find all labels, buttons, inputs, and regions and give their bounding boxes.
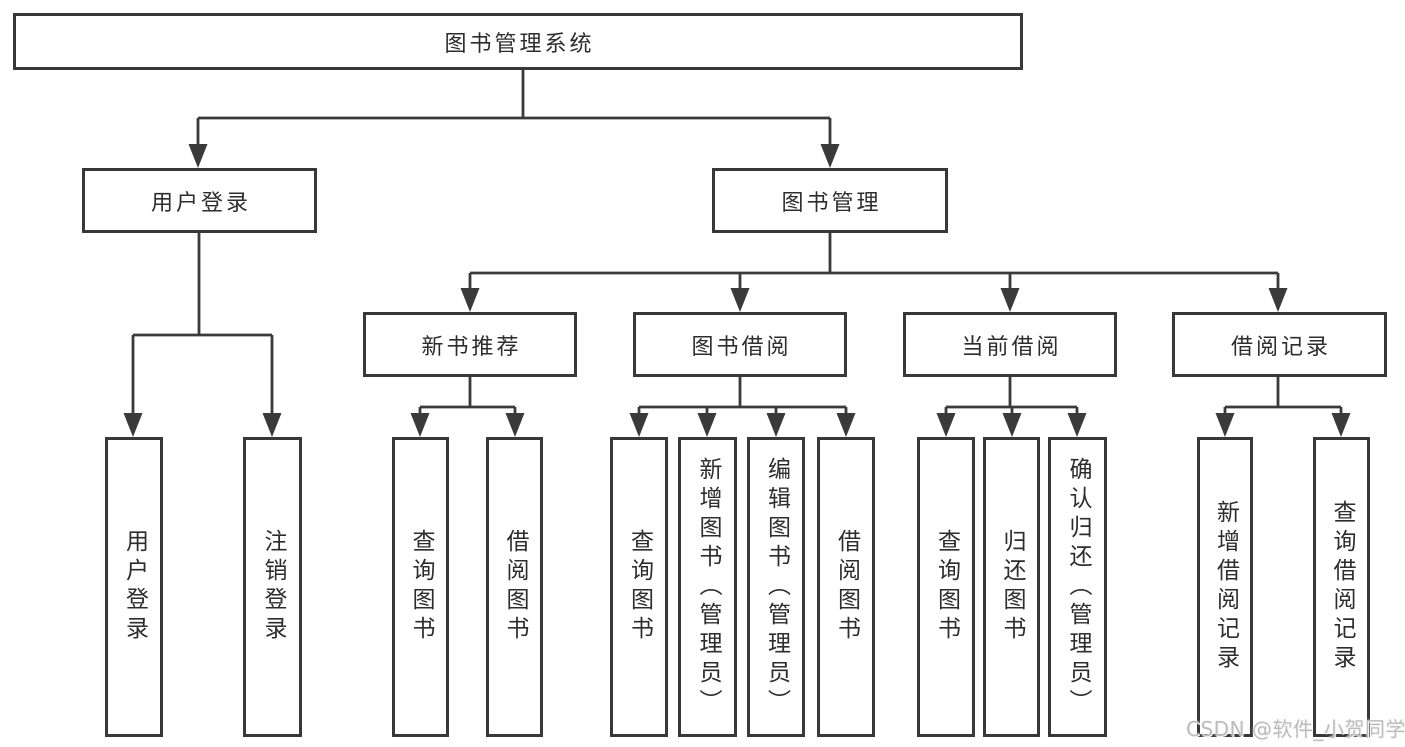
node-book-borrowing: 图书借阅 — [633, 312, 847, 377]
node-label: 图书管理系统 — [444, 31, 595, 57]
node-label: 借阅记录 — [1230, 334, 1331, 360]
node-label: 新增图书（管理员） — [695, 456, 721, 718]
node-label: 图书借阅 — [691, 334, 792, 360]
node-label: 新书推荐 — [421, 334, 522, 360]
leaf-query-books-current: 查询图书 — [917, 437, 975, 737]
node-label: 确认归还（管理员） — [1065, 456, 1091, 718]
leaf-edit-books-admin: 编辑图书（管理员） — [747, 437, 805, 737]
connector-root-to-level2 — [188, 69, 840, 168]
leaf-logout: 注销登录 — [243, 437, 302, 737]
leaf-query-books-borrow: 查询图书 — [610, 437, 668, 737]
node-label: 查询借阅记录 — [1329, 500, 1355, 674]
leaf-add-books-admin: 新增图书（管理员） — [678, 437, 737, 737]
node-borrowing-records: 借阅记录 — [1172, 312, 1387, 377]
node-label: 用户登录 — [150, 190, 251, 216]
node-current-borrowing: 当前借阅 — [903, 312, 1117, 377]
leaf-add-borrow-record: 新增借阅记录 — [1197, 437, 1253, 737]
node-label: 编辑图书（管理员） — [763, 456, 790, 718]
connector-current-borrow-to-leaves — [936, 377, 1087, 437]
leaf-borrow-books: 借阅图书 — [817, 437, 875, 737]
csdn-watermark: CSDN @软件_小贺同学 — [1186, 717, 1405, 741]
connector-book-borrow-to-leaves — [629, 377, 856, 437]
leaf-return-books: 归还图书 — [983, 437, 1040, 737]
node-book-management: 图书管理 — [712, 168, 948, 233]
node-user-login: 用户登录 — [82, 168, 317, 233]
node-label: 当前借阅 — [961, 334, 1062, 360]
node-label: 查询图书 — [626, 529, 653, 645]
connector-user-login-to-leaves — [123, 233, 282, 437]
leaf-borrow-books-newbook: 借阅图书 — [486, 437, 543, 737]
node-label: 用户登录 — [121, 529, 148, 645]
leaf-query-books-newbook: 查询图书 — [392, 437, 449, 737]
node-label: 新增借阅记录 — [1212, 500, 1239, 674]
node-label: 归还图书 — [999, 529, 1025, 645]
connector-book-mgmt-to-level3 — [460, 233, 1288, 312]
node-label: 图书管理 — [781, 190, 882, 216]
node-label: 注销登录 — [260, 529, 286, 645]
leaf-user-login: 用户登录 — [105, 437, 163, 737]
node-new-book-recommend: 新书推荐 — [363, 312, 577, 377]
leaf-query-borrow-record: 查询借阅记录 — [1313, 437, 1370, 737]
node-library-management-system: 图书管理系统 — [13, 13, 1023, 70]
node-label: 借阅图书 — [833, 529, 860, 645]
connector-borrow-records-to-leaves — [1215, 377, 1351, 437]
node-label: 查询图书 — [408, 529, 434, 645]
node-label: 借阅图书 — [502, 529, 528, 645]
leaf-confirm-return-admin: 确认归还（管理员） — [1048, 437, 1107, 737]
node-label: 查询图书 — [933, 529, 960, 645]
connector-new-book-to-leaves — [410, 377, 525, 437]
